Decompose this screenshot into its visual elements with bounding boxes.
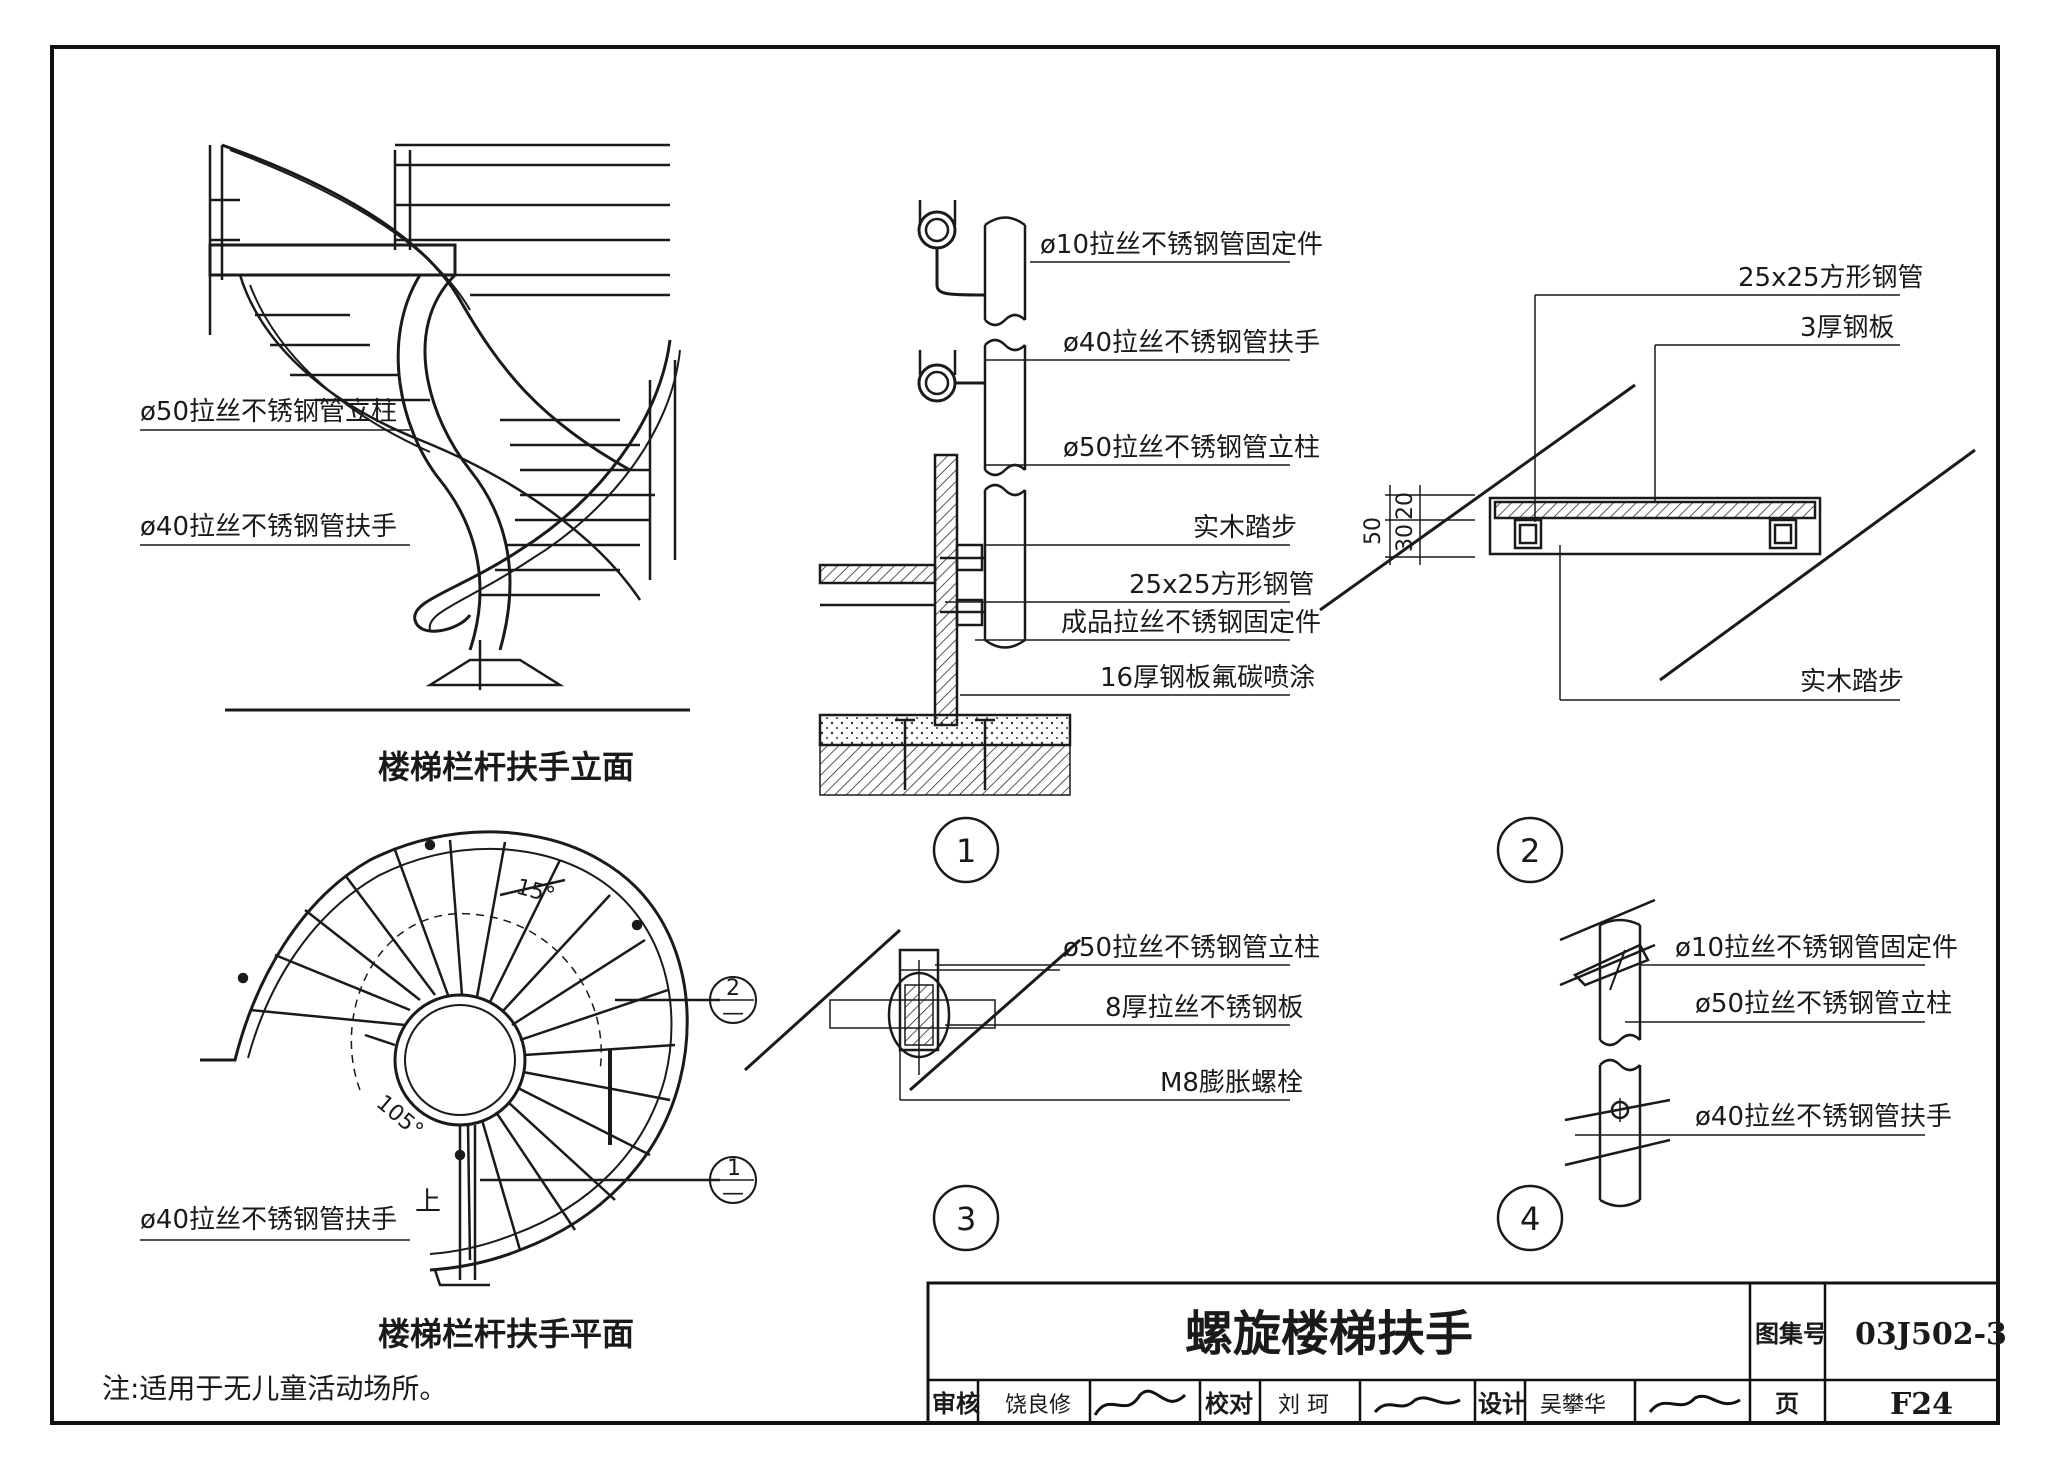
elevation-title: 楼梯栏杆扶手立面 [378,748,634,786]
check-label: 校对 [1205,1390,1253,1418]
general-note: 注:适用于无儿童活动场所。 [102,1372,447,1405]
detail-1-label-6: 16厚钢板氟碳喷涂 [1100,663,1315,693]
detail-2-dim-b: 20 [1393,492,1418,520]
detail-3-number: 3 [956,1200,976,1238]
page-label: 页 [1775,1390,1799,1418]
section-marker-1-sub: — [722,1181,744,1206]
detail-4-marker [1496,1184,1564,1252]
section-marker-2-sub: — [722,1001,744,1026]
detail-4-number: 4 [1520,1200,1540,1238]
detail-1-number: 1 [956,832,976,870]
review-label: 审核 [932,1390,980,1418]
detail-3-label-1: 8厚拉丝不锈钢板 [1105,993,1304,1023]
reviewer-name: 饶良修 [1005,1393,1071,1418]
detail-4-label-1: ø50拉丝不锈钢管立柱 [1695,989,1952,1019]
detail-3-label-0: ø50拉丝不锈钢管立柱 [1063,933,1320,963]
detail-4-label-0: ø10拉丝不锈钢管固定件 [1675,933,1958,963]
designer-signature [1648,1394,1741,1413]
detail-2-dim-a: 30 [1393,524,1418,552]
section-marker-2 [709,976,757,1024]
detail-2-leaders [1534,294,1900,701]
detail-1-drawing [818,200,1072,796]
detail-2-label-2: 实木踏步 [1800,667,1904,697]
detail-2-label-1: 3厚钢板 [1800,313,1895,343]
title-block [926,1281,2000,1425]
detail-1-label-3: 实木踏步 [1193,513,1297,543]
section-marker-1-label: 1 [727,1156,741,1181]
detail-4-label-2: ø40拉丝不锈钢管扶手 [1695,1102,1952,1132]
detail-2-label-0: 25x25方形钢管 [1738,263,1924,293]
detail-1-leaders [945,261,1290,696]
detail-3-drawing [743,928,1081,1092]
detail-4-drawing [1559,898,1671,1208]
detail-2-marker [1496,816,1564,884]
elevation-drawing [208,143,690,712]
plan-title: 楼梯栏杆扶手平面 [378,1315,634,1353]
drawing-title: 螺旋楼梯扶手 [1185,1306,1473,1362]
detail-2-dim-total: 50 [1361,517,1386,545]
section-marker-1 [709,1156,757,1204]
plan-drawing [200,830,720,1287]
detail-4-leaders [1575,964,1925,1136]
plan-handrail-label: ø40拉丝不锈钢管扶手 [140,1205,397,1235]
atlas-label: 图集号 [1755,1320,1827,1348]
detail-2-drawing [1319,383,1976,682]
design-label: 设计 [1478,1390,1526,1418]
elevation-post-label: ø50拉丝不锈钢管立柱 [140,397,397,427]
elevation-handrail-label: ø40拉丝不锈钢管扶手 [140,512,397,542]
detail-2-number: 2 [1520,832,1540,870]
detail-1-label-5: 成品拉丝不锈钢固定件 [1061,608,1321,638]
detail-1-marker [932,816,1000,884]
section-marker-2-label: 2 [726,976,740,1001]
detail-1-label-1: ø40拉丝不锈钢管扶手 [1063,328,1320,358]
detail-3-marker [932,1184,1000,1252]
designer-name: 吴攀华 [1540,1393,1606,1418]
atlas-code: 03J502-3 [1855,1317,2007,1352]
reviewer-signature [1093,1389,1187,1416]
checker-signature [1373,1396,1461,1414]
plan-up-label: 上 [415,1187,441,1217]
checker-name: 刘 珂 [1278,1393,1329,1418]
detail-1-label-2: ø50拉丝不锈钢管立柱 [1063,433,1320,463]
detail-3-label-2: M8膨胀螺栓 [1160,1068,1303,1098]
page-number: F24 [1890,1387,1953,1422]
detail-1-label-4: 25x25方形钢管 [1129,570,1315,600]
detail-1-label-0: ø10拉丝不锈钢管固定件 [1040,230,1323,260]
detail-3-leaders [899,964,1290,1101]
